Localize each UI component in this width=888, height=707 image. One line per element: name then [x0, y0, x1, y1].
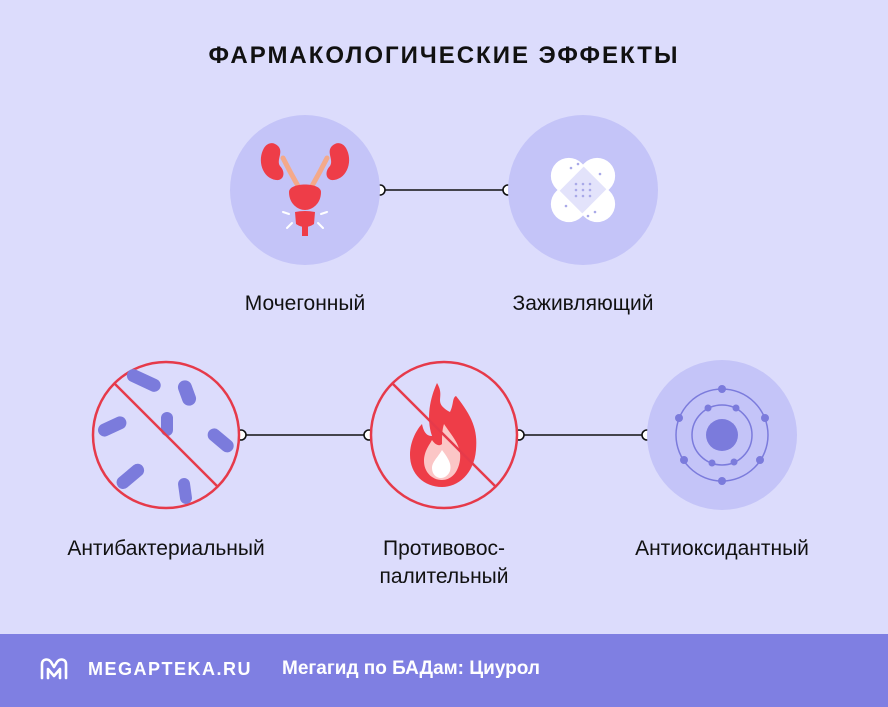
connector-top — [374, 184, 514, 196]
effect-label-antibacterial: Антибактериальный — [67, 537, 265, 560]
effect-label-healing: Заживляющий — [512, 292, 654, 315]
effect-label-diuretic: Мочегонный — [244, 292, 366, 315]
effects-diagram — [91, 115, 797, 510]
crossed-fire-icon — [369, 360, 519, 510]
megapteka-logo-icon — [40, 658, 68, 680]
connector-bottom-left — [235, 429, 375, 441]
effect-label-antioxidant: Антиоксидантный — [635, 537, 809, 560]
page-title: ФАРМАКОЛОГИЧЕСКИЕ ЭФФЕКТЫ — [208, 42, 680, 69]
atom-icon — [647, 360, 797, 510]
kidneys-icon — [230, 115, 380, 265]
effect-label-anti-inflammatory: Противовос- палительный — [314, 535, 574, 591]
footer-bar: MEGAPTEKA.RU Мегагид по БАДам: Циурол — [0, 634, 888, 707]
effect-label-line-1: Противовос- — [382, 537, 506, 560]
footer-tagline: Мегагид по БАДам: Циурол — [282, 658, 540, 679]
connector-bottom-right — [513, 429, 653, 441]
bandage-icon — [508, 115, 658, 265]
brand-name[interactable]: MEGAPTEKA.RU — [88, 659, 253, 679]
effect-label-line-2: палительный — [379, 565, 509, 588]
crossed-bacteria-icon — [91, 360, 241, 510]
